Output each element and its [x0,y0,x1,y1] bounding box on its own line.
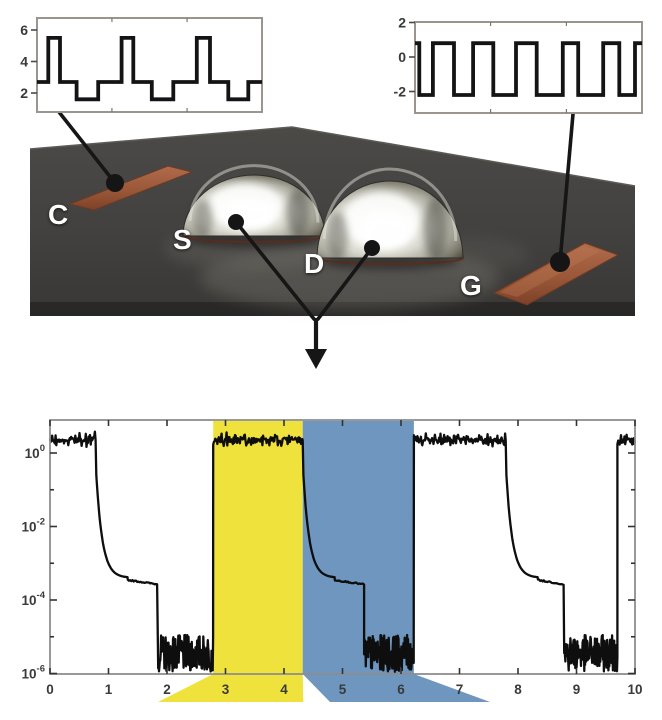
gate-voltage-inset-frame [36,17,263,113]
y-axis-tick-label: 100 [25,443,45,461]
gate-voltage-inset-waveform [37,36,262,102]
y-axis-tick-label: 10-6 [22,664,45,682]
drive-voltage-inset-waveform [415,41,642,97]
probe-dot-gate [550,252,570,272]
droplet-d [315,167,465,270]
gate-voltage-inset: 6 4 2 [20,17,263,113]
probe-line-drain [316,246,374,321]
x-axis-tick-label: 7 [456,682,464,697]
y-axis-tick-label: 10-2 [22,517,45,535]
x-axis-tick-label: 4 [280,682,288,697]
x-axis-tick-label: 0 [46,682,54,697]
x-axis-tick-label: 10 [627,682,642,697]
substrate-top-edge [29,126,636,187]
probe-line-gate [558,112,575,264]
x-axis-tick-label: 2 [163,682,171,697]
counter-electrode-pad [68,165,194,211]
gate-voltage-inset-ytick-label: 6 [20,22,28,38]
annotations [57,110,575,369]
gate-electrode-sheen [500,246,600,297]
y-axis-tick-label: 10-4 [22,590,46,608]
electrode-c [68,165,194,211]
drive-voltage-inset-ytick-label: -2 [394,84,407,100]
beam-yellow [158,674,304,702]
x-axis-tick-label: 8 [514,682,522,697]
x-axis-tick-label: 1 [105,682,113,697]
label-counter-electrode: C [48,199,69,230]
x-axis-tick-label: 6 [397,682,405,697]
droplet-s [181,164,327,248]
x-axis-tick-label: 9 [573,682,581,697]
label-drain-droplet: D [304,248,325,279]
current-time-chart: 0 1 2 3 4 5 6 7 8 9 10 100 10-2 10-4 10-6 [22,419,643,702]
highlight-band-yellow [213,421,303,674]
drive-voltage-inset-frame [414,21,643,114]
highlight-band-blue [302,421,414,674]
label-source-droplet: S [173,224,192,255]
x-axis-tick-label: 5 [339,682,347,697]
beam-blue [302,674,490,702]
label-gate-electrode: G [460,270,482,301]
probe-dot-source [228,214,244,230]
down-arrow-icon [305,349,327,369]
probe-dot-counter [106,174,124,192]
gate-voltage-inset-ytick-label: 4 [20,54,28,70]
probe-line-source [234,220,316,321]
drive-voltage-inset: 2 0 -2 [394,15,643,114]
drain-current-trace [48,430,637,673]
x-axis-tick-label: 3 [222,682,230,697]
probe-dot-drain [364,240,380,256]
gate-voltage-inset-ytick-label: 2 [20,85,28,101]
probe-line-counter [57,110,117,185]
drive-voltage-inset-ytick-label: 0 [398,49,406,65]
drive-voltage-inset-ytick-label: 2 [398,15,406,31]
